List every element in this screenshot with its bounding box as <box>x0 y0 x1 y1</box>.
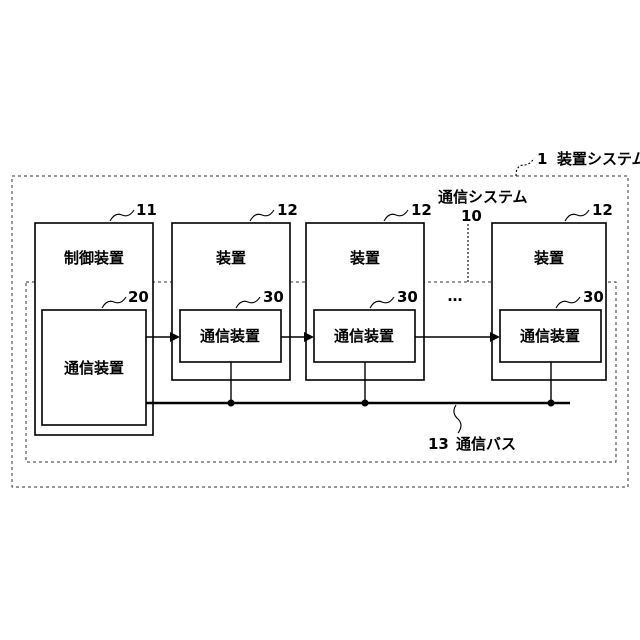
ellipsis: … <box>448 287 463 305</box>
comm-device-ref-3: 30 <box>583 288 604 306</box>
communication-bus-label: 通信バス <box>456 435 516 453</box>
control-device-label: 制御装置 <box>64 249 124 267</box>
device-leader-3 <box>565 210 589 221</box>
comm-device-label-1: 通信装置 <box>200 327 260 345</box>
communication-bus-ref: 13 <box>428 435 449 453</box>
communication-system-ref: 10 <box>461 207 482 225</box>
communication-bus-leader <box>454 405 461 433</box>
device-ref-2: 12 <box>411 201 432 219</box>
comm-device-label-3: 通信装置 <box>520 327 580 345</box>
control-device-ref: 11 <box>136 201 157 219</box>
bus-junction-3 <box>548 400 555 407</box>
comm-device-ref-2: 30 <box>397 288 418 306</box>
device-label-3: 装置 <box>533 249 564 267</box>
controller-comm-device-ref: 20 <box>128 288 149 306</box>
device-leader-1 <box>250 210 274 221</box>
control-device-leader <box>110 210 134 221</box>
comm-device-ref-1: 30 <box>263 288 284 306</box>
device-ref-1: 12 <box>277 201 298 219</box>
device-system-label: 装置システム <box>556 150 640 168</box>
device-label-2: 装置 <box>349 249 380 267</box>
bus-junction-1 <box>228 400 235 407</box>
comm-device-label-2: 通信装置 <box>334 327 394 345</box>
device-label-1: 装置 <box>215 249 246 267</box>
device-system-ref: 1 <box>537 150 547 168</box>
bus-junction-2 <box>362 400 369 407</box>
device-leader-2 <box>384 210 408 221</box>
device-ref-3: 12 <box>592 201 613 219</box>
device-system-leader <box>516 158 534 176</box>
controller-comm-device-label: 通信装置 <box>64 359 124 377</box>
communication-system-label: 通信システム <box>438 188 528 206</box>
